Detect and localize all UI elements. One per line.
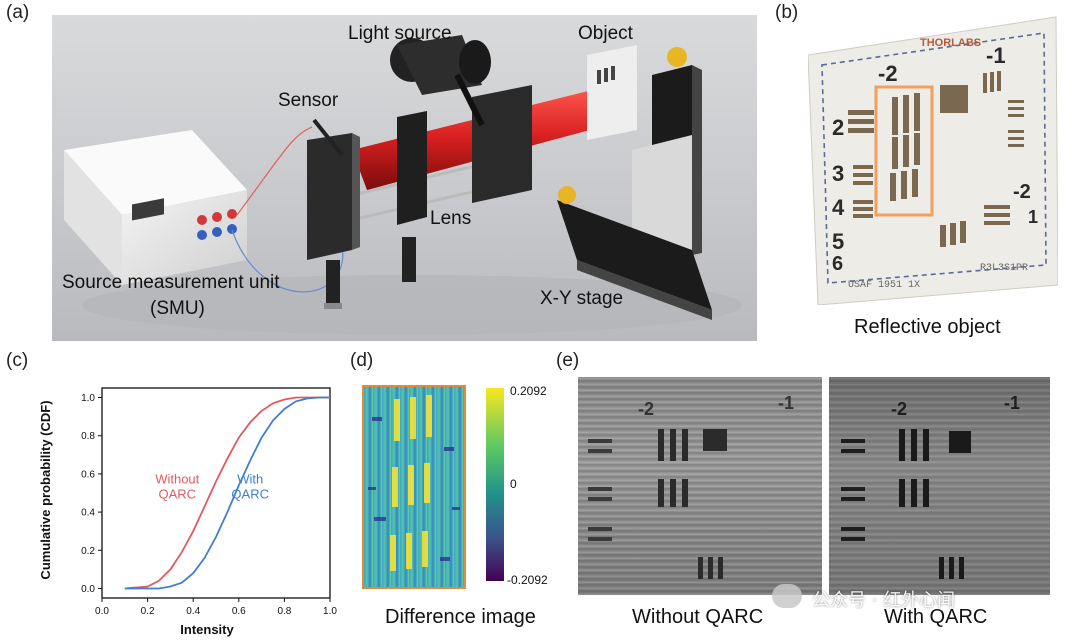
label-smu-line2: (SMU) — [150, 298, 205, 319]
y-tick-label: 1.0 — [81, 393, 95, 404]
cdf-chart-svg: Cumulative probability (CDF) Intensity 0… — [38, 387, 337, 637]
label-xy-stage: X-Y stage — [540, 288, 624, 309]
x-tick-label: 0.0 — [95, 606, 109, 617]
target-element-4: 4 — [832, 195, 845, 220]
e-right-neg2: -2 — [891, 399, 908, 419]
series-label-with-qarc: QARC — [231, 486, 269, 501]
x-tick-label: 0.6 — [232, 606, 246, 617]
y-tick-label: 0.8 — [81, 431, 95, 442]
usaf-target: THORLABS -2 -1 2 3 4 5 6 -2 1 USAF 1951 … — [807, 15, 1059, 306]
caption-without-qarc: Without QARC — [632, 606, 764, 628]
x-tick-label: 0.2 — [141, 606, 155, 617]
cdf-y-axis-label: Cumulative probability (CDF) — [38, 400, 53, 579]
caption-with-qarc: With QARC — [884, 606, 988, 628]
target-element-2: 2 — [832, 115, 845, 140]
target-element-3: 3 — [832, 161, 845, 186]
target-element-5: 5 — [832, 229, 845, 254]
y-tick-label: 0.2 — [81, 546, 95, 557]
label-object: Object — [578, 23, 633, 44]
smu-device — [64, 130, 247, 285]
panel-c-letter: (c) — [6, 350, 29, 371]
panel-b-letter: (b) — [775, 2, 799, 23]
x-tick-label: 1.0 — [323, 606, 337, 617]
e-right-neg1: -1 — [1004, 393, 1021, 413]
label-lens: Lens — [430, 208, 472, 229]
colorbar-max-label: 0.2092 — [510, 384, 547, 398]
series-line-with-qarc — [124, 396, 330, 590]
e-left-neg2: -2 — [638, 399, 655, 419]
target-brand: THORLABS — [920, 37, 982, 49]
target-group-neg2: -2 — [878, 61, 898, 86]
watermark-icon — [772, 584, 802, 608]
panel-d-letter: (d) — [350, 350, 374, 371]
x-tick-label: 0.4 — [186, 606, 200, 617]
highlight-box — [874, 85, 934, 217]
y-tick-label: 0.6 — [81, 469, 95, 480]
colorbar-mid-label: 0 — [510, 477, 517, 491]
series-line-without-qarc — [124, 396, 330, 590]
experimental-setup-photo — [52, 15, 757, 341]
setup-illustration — [64, 35, 742, 335]
target-group-neg1: -1 — [986, 43, 1006, 68]
sensor-plate — [307, 118, 360, 260]
series-label-with-qarc: With — [237, 471, 263, 486]
target-right-1: 1 — [1028, 207, 1039, 227]
y-tick-label: 0.0 — [81, 584, 95, 595]
target-bottom-right: R3L3S1PR — [980, 263, 1029, 274]
panel-a-letter: (a) — [6, 2, 30, 23]
image-without-qarc: -2 -1 — [578, 377, 822, 595]
target-element-6: 6 — [832, 253, 844, 275]
caption-difference-image: Difference image — [385, 606, 536, 628]
panel-e-letter: (e) — [556, 350, 580, 371]
object-card — [587, 45, 637, 140]
cdf-x-axis-label: Intensity — [180, 622, 234, 637]
x-tick-label: 0.8 — [277, 606, 291, 617]
xy-stage — [557, 47, 712, 320]
target-bottom-left: USAF 1951 1X — [848, 280, 921, 291]
colorbar-min-label: -0.2092 — [507, 573, 548, 587]
target-right-neg2: -2 — [1013, 181, 1031, 203]
colorbar — [486, 388, 504, 581]
e-left-neg1: -1 — [778, 393, 795, 413]
label-sensor: Sensor — [278, 90, 339, 111]
label-smu-line1: Source measurement unit — [62, 272, 280, 293]
usaf-target-board — [807, 16, 1059, 306]
cdf-plot-frame — [101, 387, 331, 599]
image-with-qarc: -2 -1 — [829, 377, 1050, 595]
label-light-source: Light source — [348, 23, 452, 44]
watermark: 公众号 · 红外心闻 — [812, 590, 956, 611]
difference-image-bars — [368, 395, 460, 571]
cdf-chart: Cumulative probability (CDF) Intensity 0… — [14, 372, 344, 638]
series-label-without-qarc: Without — [155, 471, 199, 486]
y-tick-label: 0.4 — [81, 508, 95, 519]
light-source-device — [390, 35, 491, 127]
caption-reflective-object: Reflective object — [854, 316, 1001, 338]
series-label-without-qarc: QARC — [158, 486, 196, 501]
difference-image — [362, 385, 466, 589]
